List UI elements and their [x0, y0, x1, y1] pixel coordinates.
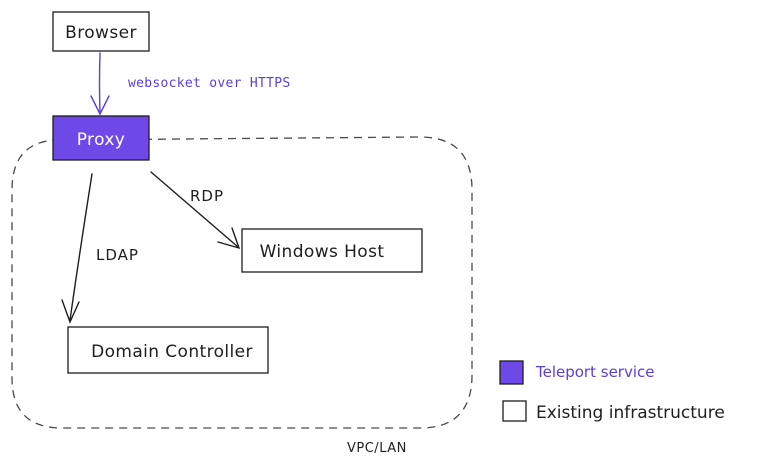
vpc-lan-label: VPC/LAN	[347, 441, 407, 456]
legend-label-existing-infrastructure: Existing infrastructure	[536, 403, 725, 423]
edge-proxy-domain-controller-arrowhead	[61, 299, 80, 324]
windows-host-label: Windows Host	[260, 242, 385, 262]
edge-browser-proxy: websocket over HTTPS	[90, 52, 291, 116]
proxy-node: Proxy	[52, 115, 150, 161]
proxy-box	[52, 115, 150, 161]
domain-controller-box	[67, 326, 269, 374]
domain-controller-label: Domain Controller	[91, 342, 253, 362]
edge-browser-proxy-arrowhead	[90, 95, 110, 116]
edge-proxy-domain-controller: LDAP	[61, 173, 139, 324]
edge-proxy-domain-controller-label: LDAP	[96, 246, 139, 264]
edge-browser-proxy-line	[98, 52, 101, 114]
edge-proxy-windows-host-label: RDP	[190, 187, 224, 205]
legend-item-existing-infrastructure: Existing infrastructure	[502, 400, 725, 423]
vpc-lan-boundary	[11, 136, 473, 429]
edge-proxy-windows-host-line	[150, 171, 239, 248]
proxy-label: Proxy	[77, 130, 126, 150]
browser-box	[52, 11, 150, 52]
edge-browser-proxy-label: websocket over HTTPS	[128, 76, 291, 91]
windows-host-box	[241, 228, 423, 273]
domain-controller-node: Domain Controller	[67, 326, 269, 374]
legend-swatch-existing	[502, 400, 527, 422]
edge-proxy-windows-host: RDP	[150, 171, 241, 250]
browser-node: Browser	[52, 11, 150, 52]
edge-proxy-domain-controller-line	[69, 173, 93, 321]
legend-swatch-teleport	[499, 360, 524, 385]
edge-proxy-windows-host-arrowhead	[217, 227, 241, 250]
legend: Teleport service Existing infrastructure	[499, 360, 725, 423]
legend-label-teleport-service: Teleport service	[535, 363, 654, 381]
legend-item-teleport-service: Teleport service	[499, 360, 654, 385]
browser-label: Browser	[65, 23, 137, 43]
vpc-lan-region: VPC/LAN	[11, 136, 473, 456]
windows-host-node: Windows Host	[241, 228, 423, 273]
